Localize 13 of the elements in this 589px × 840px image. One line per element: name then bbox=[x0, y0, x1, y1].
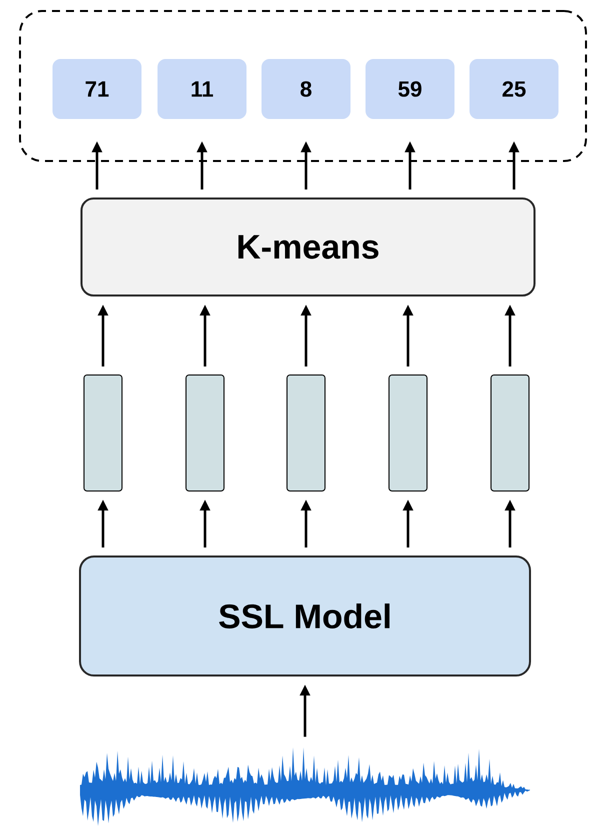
token-box: 11 bbox=[158, 59, 246, 119]
token-box: 8 bbox=[262, 59, 350, 119]
feature-vector-bar bbox=[186, 374, 224, 492]
token-box: 59 bbox=[366, 59, 454, 119]
model-box: SSL Model bbox=[79, 556, 531, 676]
feature-vector-bar bbox=[388, 374, 428, 492]
token-box: 25 bbox=[470, 59, 558, 119]
feature-vector-bar bbox=[286, 374, 326, 492]
token-box: 71 bbox=[52, 59, 142, 119]
dashed-group-box bbox=[19, 10, 587, 162]
feature-vector-bar bbox=[84, 374, 122, 492]
process-box: K-means bbox=[80, 198, 536, 296]
feature-vector-bar bbox=[490, 374, 530, 492]
